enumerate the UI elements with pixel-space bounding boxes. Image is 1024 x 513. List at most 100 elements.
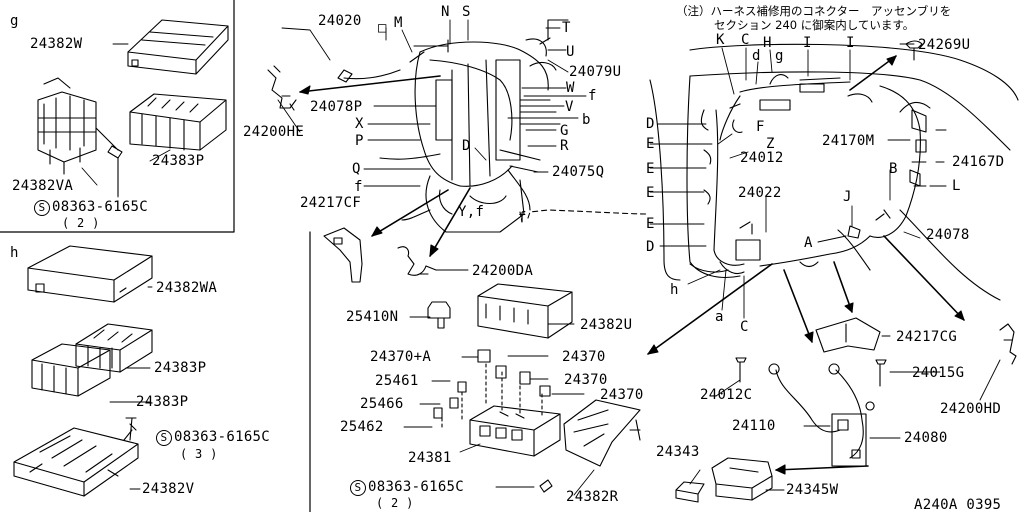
part-25410n: 25410N bbox=[346, 309, 399, 325]
part-24078p: 24078P bbox=[310, 99, 363, 115]
screw-h bbox=[125, 417, 137, 441]
note-line-1: （注）ハーネス補修用のコネクター アッセンブリを bbox=[676, 4, 952, 18]
letter-f1: f bbox=[588, 88, 597, 104]
letter-t: T bbox=[562, 20, 571, 36]
relay-holder-24383p-a bbox=[75, 323, 153, 373]
letter-j: J bbox=[843, 189, 852, 205]
bolts bbox=[735, 357, 887, 387]
fuses bbox=[433, 349, 551, 419]
part-24382v: 24382V bbox=[142, 481, 195, 497]
letter-x: X bbox=[355, 116, 364, 132]
letter-b-right: B bbox=[889, 161, 898, 177]
part-24370-3: 24370 bbox=[600, 387, 644, 403]
arrow-24269u bbox=[849, 55, 897, 91]
part-24370-a: 24370+A bbox=[370, 349, 432, 365]
diagram-code: A240A 0395 bbox=[914, 497, 1002, 513]
fuse-block-24381 bbox=[469, 405, 561, 457]
letter-d: d bbox=[752, 48, 761, 64]
letter-f3: f bbox=[518, 210, 527, 226]
letter-e3: E bbox=[646, 185, 655, 201]
screw-code-3: 08363-6165C bbox=[368, 479, 465, 495]
clip-24200da bbox=[397, 246, 437, 276]
part-24075q: 24075Q bbox=[552, 164, 605, 180]
screw-24382r bbox=[539, 479, 553, 493]
letter-l: L bbox=[952, 178, 961, 194]
part-24167d: 24167D bbox=[952, 154, 1005, 170]
part-24079u: 24079U bbox=[569, 64, 622, 80]
part-24020: 24020 bbox=[318, 13, 362, 29]
letter-w: W bbox=[566, 80, 575, 96]
part-25466: 25466 bbox=[360, 396, 404, 412]
harness-note: （注）ハーネス補修用のコネクター アッセンブリを セクション 240 に御案内し… bbox=[676, 4, 951, 32]
part-24080: 24080 bbox=[904, 430, 948, 446]
part-24370-1: 24370 bbox=[562, 349, 606, 365]
part-24382va: 24382VA bbox=[12, 178, 74, 194]
part-24217cg: 24217CG bbox=[896, 329, 958, 345]
letter-a-small: a bbox=[715, 309, 724, 325]
part-24110: 24110 bbox=[732, 418, 776, 434]
arrow-24217cf bbox=[371, 189, 449, 237]
relay-box-cover-24382wa bbox=[27, 245, 153, 303]
letter-s: S bbox=[462, 4, 471, 20]
letter-e1: E bbox=[646, 136, 655, 152]
relay-box-cover-24382w bbox=[127, 19, 229, 75]
letter-u: U bbox=[566, 44, 575, 60]
arrow-24020-left bbox=[299, 75, 441, 93]
letter-v: V bbox=[565, 99, 574, 115]
inset-label-h: h bbox=[10, 245, 19, 261]
letter-k: K bbox=[716, 32, 725, 48]
screw-code-1: 08363-6165C bbox=[52, 199, 149, 215]
letter-i1: I bbox=[803, 35, 812, 51]
part-24381: 24381 bbox=[408, 450, 452, 466]
note-line-2: セクション 240 に御案内しています。 bbox=[714, 18, 915, 32]
part-24200he: 24200HE bbox=[243, 124, 305, 140]
letter-d1: D bbox=[462, 138, 471, 154]
letter-dr: D bbox=[646, 116, 655, 132]
letter-h: H bbox=[763, 35, 772, 51]
part-24012: 24012 bbox=[740, 150, 784, 166]
dash-harness-24012 bbox=[686, 71, 1011, 279]
screw-mark-2: S bbox=[156, 430, 172, 446]
dash-link-center bbox=[527, 209, 649, 219]
part-24217cf: 24217CF bbox=[300, 195, 362, 211]
fuse-box-cover-24382u bbox=[477, 283, 573, 339]
screw-qty-1: ( 2 ) bbox=[62, 216, 100, 230]
part-24382u: 24382U bbox=[580, 317, 633, 333]
part-24012c: 24012C bbox=[700, 387, 753, 403]
leader-lines bbox=[81, 19, 1001, 496]
letter-d2: D bbox=[646, 239, 655, 255]
part-24343: 24343 bbox=[656, 444, 700, 460]
letter-z: Z bbox=[766, 136, 775, 152]
relay-holder-24383p-top bbox=[129, 93, 227, 151]
letter-box-m: □ bbox=[378, 20, 387, 36]
part-24370-2: 24370 bbox=[564, 372, 608, 388]
part-25461: 25461 bbox=[375, 373, 419, 389]
clip-24200he bbox=[267, 65, 297, 111]
screw-qty-3: ( 2 ) bbox=[376, 496, 414, 510]
letter-g2: g bbox=[775, 48, 784, 64]
part-24200da: 24200DA bbox=[472, 263, 534, 279]
letter-e2: E bbox=[646, 161, 655, 177]
letter-m: M bbox=[394, 15, 403, 31]
part-24078: 24078 bbox=[926, 227, 970, 243]
inset-label-g: g bbox=[10, 13, 19, 29]
dash-outline bbox=[649, 79, 681, 281]
bracket-24217cf bbox=[323, 227, 363, 283]
letter-b: b bbox=[582, 112, 591, 128]
letter-c2: C bbox=[740, 319, 749, 335]
arrow-24217cg bbox=[833, 261, 853, 313]
arrow-24200hd bbox=[883, 235, 965, 321]
screw-mark-3: S bbox=[350, 480, 366, 496]
letter-n: N bbox=[441, 4, 450, 20]
relay-bracket-24382v bbox=[13, 423, 139, 497]
letter-p: P bbox=[355, 133, 364, 149]
main-harness-24020 bbox=[337, 19, 569, 233]
letter-q: Q bbox=[352, 161, 361, 177]
bracket-24217cg bbox=[815, 317, 881, 353]
screw-mark-1: S bbox=[34, 200, 50, 216]
letter-yf: Y,f bbox=[458, 204, 485, 220]
clip-24200hd bbox=[999, 323, 1017, 365]
